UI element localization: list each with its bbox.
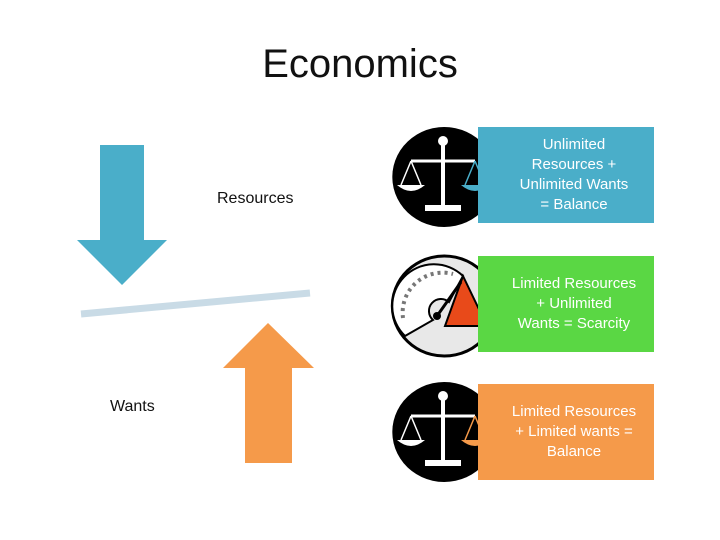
slide-title: Economics [262, 42, 458, 86]
card-line: Unlimited [542, 136, 606, 153]
card-scarcity: Limited Resources + Unlimited Wants = Sc… [478, 256, 654, 352]
card-line: Unlimited Wants [519, 176, 629, 193]
card-line: = Balance [540, 196, 608, 213]
resources-label: Resources [217, 190, 294, 207]
card-line: Resources + [531, 156, 617, 173]
scale-icon [392, 127, 491, 227]
down-arrow [77, 145, 167, 285]
card-line: + Unlimited [536, 295, 612, 312]
up-arrow [223, 323, 314, 463]
scale-icon [392, 382, 491, 482]
speedometer-icon [390, 254, 493, 358]
card-line: + Limited wants = [515, 423, 633, 440]
card-limited-balance: Limited Resources + Limited wants = Bala… [478, 384, 654, 480]
card-line: Limited Resources [511, 275, 637, 292]
card-line: Balance [546, 443, 602, 460]
card-line: Wants = Scarcity [517, 315, 631, 332]
card-line: Limited Resources [511, 403, 637, 420]
seesaw-beam [80, 289, 311, 318]
card-unlimited-balance: Unlimited Resources + Unlimited Wants = … [478, 127, 654, 223]
wants-label: Wants [110, 398, 155, 415]
